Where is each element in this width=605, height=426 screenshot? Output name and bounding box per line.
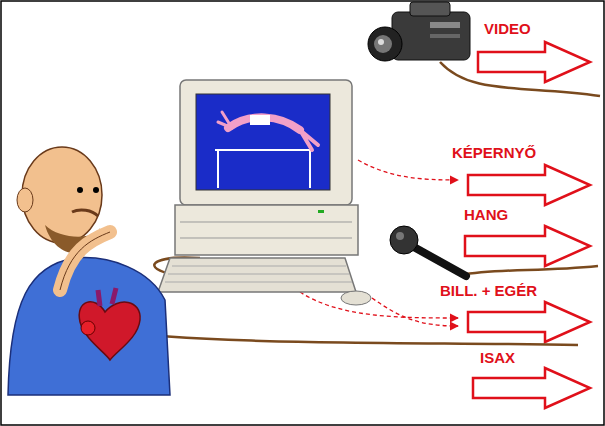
microphone	[390, 226, 466, 276]
output-label: VIDEO	[484, 20, 531, 38]
computer	[158, 80, 371, 305]
output-label: ISAX	[480, 349, 515, 367]
output-label: HANG	[464, 206, 508, 224]
man-with-heart	[8, 147, 170, 395]
output-label: KÉPERNYŐ	[452, 144, 536, 162]
output-arrows	[465, 42, 590, 408]
output-label: BILL. + EGÉR	[440, 282, 537, 300]
camcorder	[368, 2, 470, 61]
